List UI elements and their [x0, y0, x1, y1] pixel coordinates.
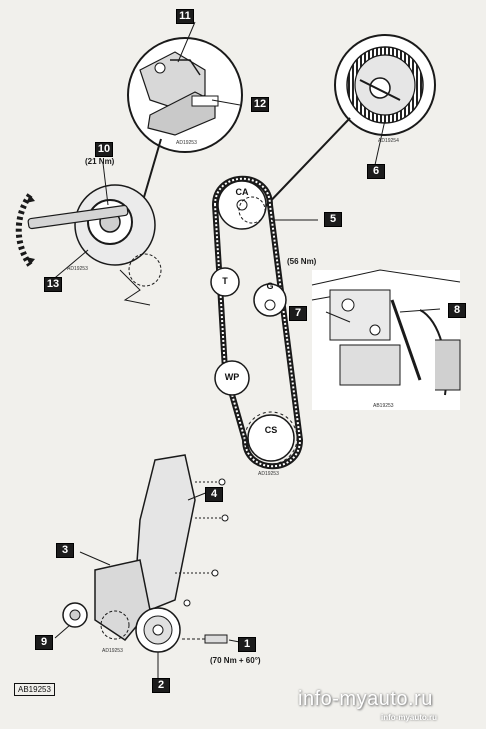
pulley-label-crankshaft: CS — [264, 425, 278, 435]
callout-7: 7 — [289, 306, 307, 321]
callout-5: 5 — [324, 212, 342, 227]
detail-code-bottom: AD19253 — [102, 648, 123, 654]
detail-code-11: AD19253 — [176, 140, 197, 146]
callout-1: 1 — [238, 637, 256, 652]
detail-code-6: AD19254 — [378, 138, 399, 144]
callout-2: 2 — [152, 678, 170, 693]
detail-cam-locking-tool — [127, 37, 243, 153]
callout-9: 9 — [35, 635, 53, 650]
callout-11: 11 — [176, 9, 194, 24]
bottom-cover-assembly — [54, 454, 246, 678]
watermark-small: info-myauto.ru — [381, 713, 437, 722]
pulley-label-water-pump: WP — [224, 372, 240, 382]
pulley-label-camshaft: CA — [235, 187, 249, 197]
callout-12: 12 — [251, 97, 269, 112]
leader-detail-6 — [261, 117, 351, 211]
torque-label-g: (56 Nm) — [287, 257, 317, 266]
leader-lines — [49, 21, 386, 283]
belt-routing — [210, 175, 304, 470]
detail-code-8: AB19253 — [373, 403, 394, 409]
detail-code-belt: AD19253 — [258, 471, 279, 477]
detail-engine-locking — [311, 269, 461, 410]
callout-3: 3 — [56, 543, 74, 558]
torque-label-10: (21 Nm) — [85, 157, 115, 166]
pulley-label-tensioner: T — [222, 276, 228, 286]
callout-13: 13 — [44, 277, 62, 292]
callout-6: 6 — [367, 164, 385, 179]
callout-8: 8 — [448, 303, 466, 318]
callout-10: 10 — [95, 142, 113, 157]
watermark-large: info-myauto.ru — [298, 688, 433, 710]
callout-4: 4 — [205, 487, 223, 502]
torque-label-1: (70 Nm + 60°) — [210, 656, 261, 665]
detail-code-10: AD19253 — [67, 266, 88, 272]
detail-cam-sprocket — [334, 34, 436, 136]
detail-tensioner-adjust — [15, 184, 162, 306]
figure-code: AB19253 — [14, 683, 55, 696]
pulley-label-guide: G — [266, 281, 274, 291]
